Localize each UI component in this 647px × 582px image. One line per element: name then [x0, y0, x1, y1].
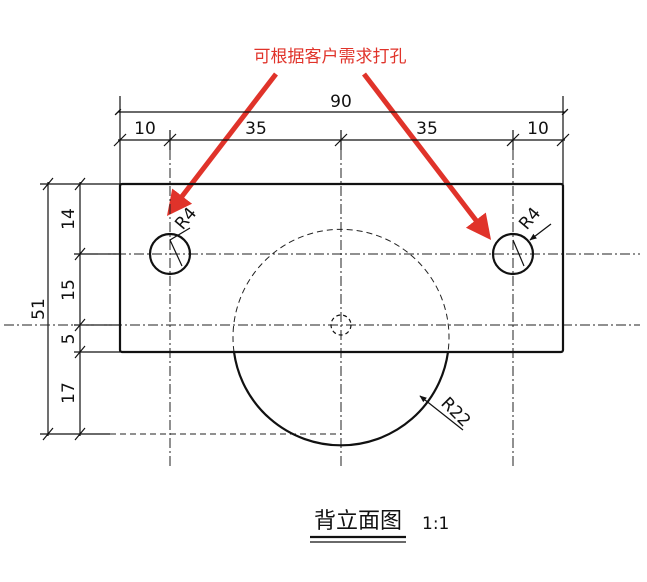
radius-callouts: R4 R4 R22	[169, 204, 552, 432]
segment-label-3: 35	[416, 119, 438, 139]
view-title-text: 背立面图	[314, 509, 402, 534]
panel-rectangle	[118, 182, 565, 354]
segment-label-2: 35	[245, 119, 267, 139]
centerlines	[4, 150, 640, 468]
customer-hole-note: 可根据客户需求打孔	[254, 47, 407, 67]
part-outline	[118, 182, 565, 447]
top-dimensions: 90 10 35 35 10	[113, 92, 570, 184]
arc-radius-label: R22	[437, 394, 475, 432]
center-mark	[330, 314, 352, 336]
left-dimensions: 51 14 15 5 17	[29, 177, 120, 441]
semicircle-arc	[232, 351, 450, 447]
right-hole-radius-label: R4	[515, 204, 545, 234]
segment-label-1: 10	[134, 119, 156, 139]
view-title: 背立面图 1:1	[310, 509, 449, 543]
left-hole	[148, 232, 192, 276]
right-hole	[491, 232, 535, 276]
vertical-seg-label-4: 17	[59, 382, 79, 404]
hidden-lines	[110, 228, 450, 435]
vertical-seg-label-2: 15	[59, 279, 79, 301]
segment-label-4: 10	[527, 119, 549, 139]
vertical-seg-label-3: 5	[59, 334, 79, 345]
vertical-seg-label-1: 14	[59, 208, 79, 230]
annotation-arrow-right	[362, 72, 492, 240]
view-scale-text: 1:1	[422, 514, 449, 534]
vertical-total-label: 51	[29, 298, 49, 320]
annotation-arrow-left	[166, 72, 278, 216]
overall-width-label: 90	[330, 92, 352, 112]
